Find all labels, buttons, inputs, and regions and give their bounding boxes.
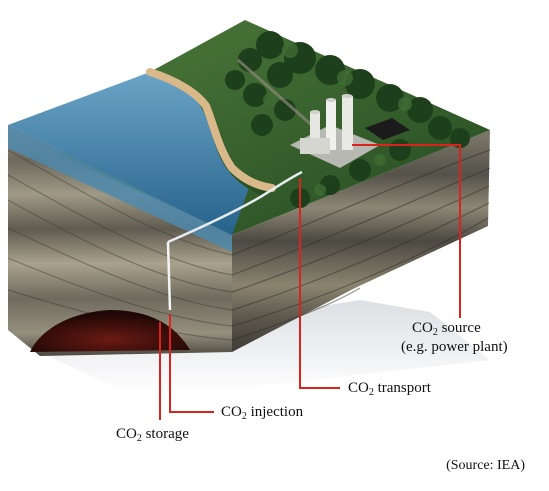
front-strata-lines — [7, 149, 233, 341]
front-strata-face — [8, 125, 232, 356]
sea — [8, 72, 250, 235]
power-plant — [290, 94, 410, 168]
forest — [225, 31, 470, 208]
source-credit: (Source: IEA) — [446, 458, 525, 473]
label-co2-transport: CO2 transport — [348, 380, 431, 398]
leader-transport — [299, 178, 340, 389]
side-strata-lines — [231, 149, 491, 341]
label-co2-storage: CO2 storage — [116, 426, 189, 444]
label-co2-source-example: (e.g. power plant) — [401, 339, 508, 355]
storage-reservoir — [30, 310, 190, 352]
leader-lines — [159, 144, 461, 420]
floor-shadow — [40, 300, 490, 395]
leader-injection — [169, 314, 214, 413]
side-strata-face — [232, 130, 490, 352]
leader-source — [352, 144, 461, 318]
pipeline — [167, 170, 303, 244]
label-co2-source: CO2 source — [412, 320, 481, 338]
sea-front-edge — [8, 125, 232, 252]
injection-well — [166, 241, 172, 311]
label-co2-injection: CO2 injection — [221, 404, 304, 422]
